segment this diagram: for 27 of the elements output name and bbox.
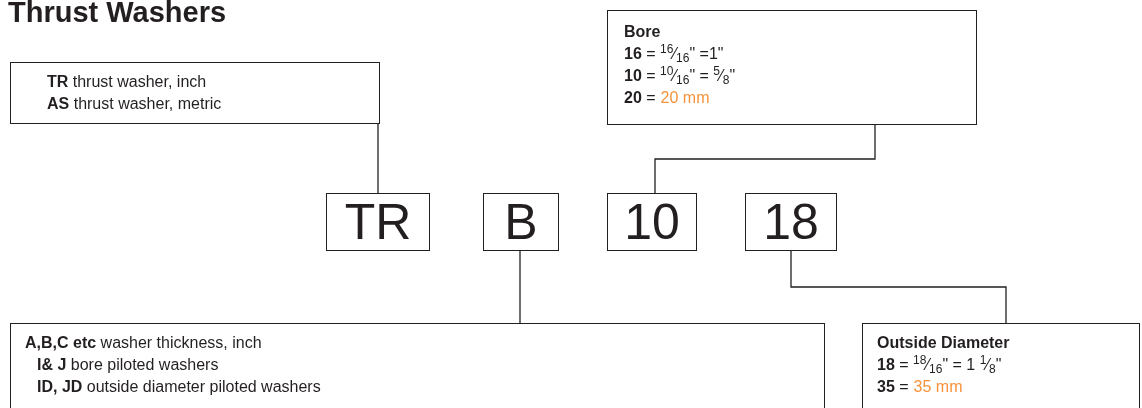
definition-box <box>10 62 380 124</box>
definition-text: 35 = <box>877 377 909 397</box>
connector-line <box>790 250 1007 324</box>
code-box: TR <box>326 193 430 251</box>
definition-box <box>10 323 825 408</box>
connector-line <box>377 123 379 194</box>
diagram-title: Thrust Washers <box>8 0 227 30</box>
connector-line <box>654 124 876 194</box>
definition-text: AS thrust washer, metric <box>47 94 222 114</box>
box-heading: Outside Diameter <box>877 333 1010 353</box>
definition-text: ID, JD outside diameter piloted washers <box>37 377 321 397</box>
definition-text: A,B,C etc washer thickness, inch <box>25 333 262 353</box>
definition-text: 10 = $^{10}$⁄$_{16}$" = $^{5}$⁄$_{8}$" <box>624 65 736 87</box>
metric-value: 35 mm <box>913 377 963 397</box>
definition-text: I& J bore piloted washers <box>37 355 219 375</box>
definition-box <box>862 323 1140 408</box>
definition-text: 20 = <box>624 88 656 108</box>
connector-line <box>519 250 521 324</box>
definition-box <box>607 10 977 125</box>
definition-text: TR thrust washer, inch <box>47 72 207 92</box>
metric-value: 20 mm <box>660 88 710 108</box>
box-heading: Bore <box>624 22 661 42</box>
definition-text: 16 = $^{16}$⁄$_{16}$" =1" <box>624 43 724 65</box>
definition-text: 18 = $^{18}$⁄$_{16}$" = 1 $^{1}$⁄$_{8}$" <box>877 354 1002 376</box>
code-box: B <box>483 193 559 251</box>
code-box: 18 <box>745 193 837 251</box>
code-box: 10 <box>607 193 697 251</box>
